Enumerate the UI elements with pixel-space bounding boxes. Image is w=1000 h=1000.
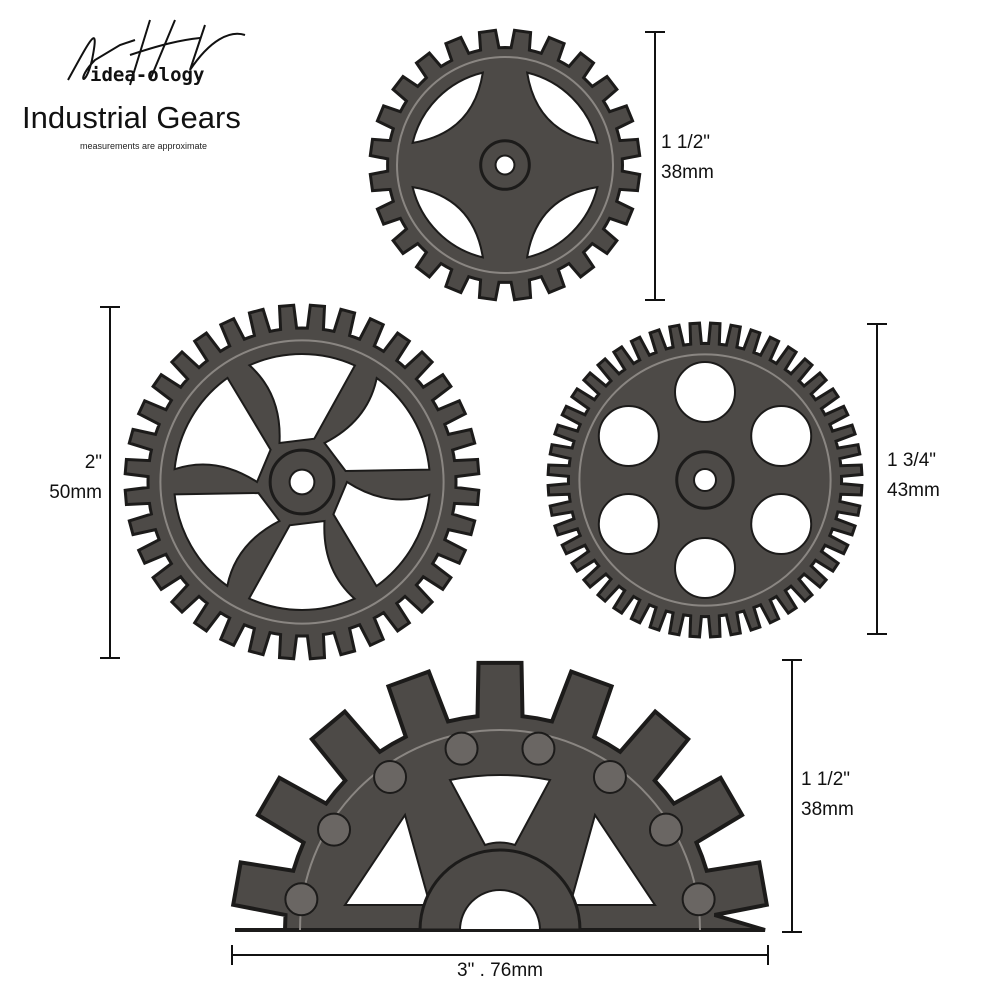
measurement-note: measurements are approximate (80, 141, 208, 151)
metric-label: 38mm (661, 162, 714, 183)
round-hole (750, 405, 813, 467)
gear-left (123, 303, 481, 661)
imperial-label: 2" (84, 452, 102, 473)
round-hole (674, 537, 736, 599)
right-gear-dimension: 1 3/4" 43mm (887, 446, 940, 506)
hex-bolt (681, 882, 716, 917)
swirl-window (322, 376, 431, 473)
swirl-window (173, 491, 282, 588)
gear-axle-hole (494, 154, 516, 176)
swirl-window (332, 480, 431, 588)
imperial-label: 1 3/4" (887, 450, 937, 471)
hex-bolt (373, 759, 408, 794)
round-hole (597, 405, 660, 467)
center-cutout (458, 889, 542, 931)
swirl-window (173, 376, 272, 484)
round-hole (597, 493, 660, 555)
left-gear-dimension: 2" 50mm (30, 448, 102, 508)
imperial-label: 1 1/2" (661, 132, 711, 153)
dimension-lines (100, 31, 887, 965)
hex-bolt (444, 731, 479, 766)
gear-half (230, 660, 770, 932)
page-title: Industrial Gears (22, 100, 241, 135)
half-gear-height-dimension: 1 1/2" 38mm (801, 765, 854, 825)
swirl-window (247, 353, 357, 445)
window-middle (448, 774, 552, 847)
hex-bolt (592, 759, 627, 794)
metric-label: 50mm (49, 482, 102, 503)
round-hole (674, 361, 736, 423)
half-gear-width-dimension: 3" . 76mm (457, 960, 543, 981)
gear-rim (396, 56, 614, 274)
gear-rim (578, 353, 832, 607)
signature-logo (67, 19, 246, 86)
hex-bolt (648, 812, 683, 847)
metric-label: 38mm (801, 799, 854, 820)
imperial-label: 1 1/2" (801, 769, 851, 790)
hex-bolt (284, 882, 319, 917)
window-right (568, 812, 657, 906)
spoke-window (411, 71, 485, 145)
spoke-window (525, 185, 599, 259)
gear-right (546, 321, 864, 639)
round-hole (750, 493, 813, 555)
hex-bolt (521, 731, 556, 766)
swirl-window (247, 519, 357, 611)
hex-bolt (317, 812, 352, 847)
gear-rim (159, 339, 445, 625)
gear-axle-hole (693, 468, 717, 492)
window-left (343, 812, 432, 906)
gear-top (368, 28, 642, 302)
metric-label: 43mm (887, 480, 940, 501)
brand-logo: idea-ology (90, 64, 205, 86)
spoke-window (411, 185, 485, 259)
top-gear-dimension: 1 1/2" 38mm (661, 128, 714, 188)
spoke-window (525, 71, 599, 145)
gear-axle-hole (288, 468, 316, 496)
